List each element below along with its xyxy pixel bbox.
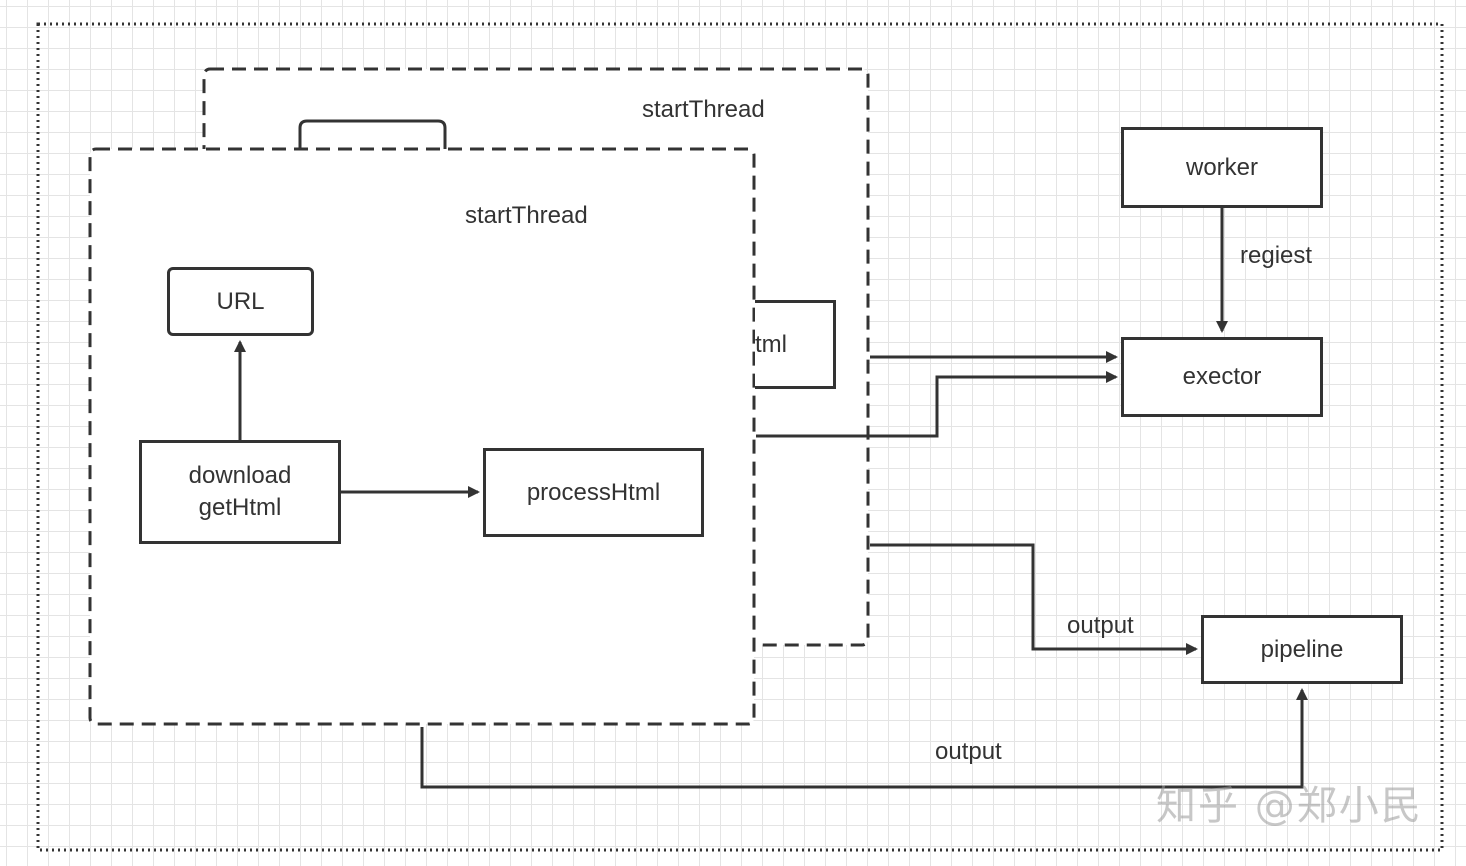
back-thread-title: startThread	[642, 96, 765, 123]
url-node: URL	[167, 267, 314, 336]
download-node: download getHtml	[139, 440, 341, 544]
download-node-label-line1: download	[188, 462, 292, 489]
back-process-node-label: tml	[755, 331, 787, 358]
edge-back-to-pipeline	[870, 543, 1198, 655]
front-thread-container	[88, 147, 756, 726]
process-html-node: processHtml	[483, 448, 704, 537]
download-node-label-line2: getHtml	[198, 494, 282, 521]
url-node-label: URL	[216, 287, 265, 315]
pipeline-node-label: pipeline	[1260, 635, 1344, 663]
output-lower-edge-label: output	[935, 738, 1002, 765]
process-html-node-label: processHtml	[526, 478, 661, 506]
worker-node-label: worker	[1185, 153, 1258, 181]
pipeline-node: pipeline	[1201, 615, 1403, 684]
output-upper-edge-label: output	[1067, 612, 1134, 639]
back-tab-shape	[298, 119, 447, 150]
worker-node: worker	[1121, 127, 1323, 208]
edge-front-to-pipeline	[420, 688, 1308, 789]
front-thread-title: startThread	[465, 202, 588, 229]
edge-front-to-exector	[756, 371, 1118, 438]
regiest-edge-label: regiest	[1240, 242, 1313, 269]
back-process-node-partial: tml	[755, 300, 836, 389]
exector-node: exector	[1121, 337, 1323, 417]
outer-boundary	[36, 22, 1444, 852]
exector-node-label: exector	[1182, 363, 1262, 390]
watermark-text: 知乎 @郑小民	[1156, 783, 1423, 829]
